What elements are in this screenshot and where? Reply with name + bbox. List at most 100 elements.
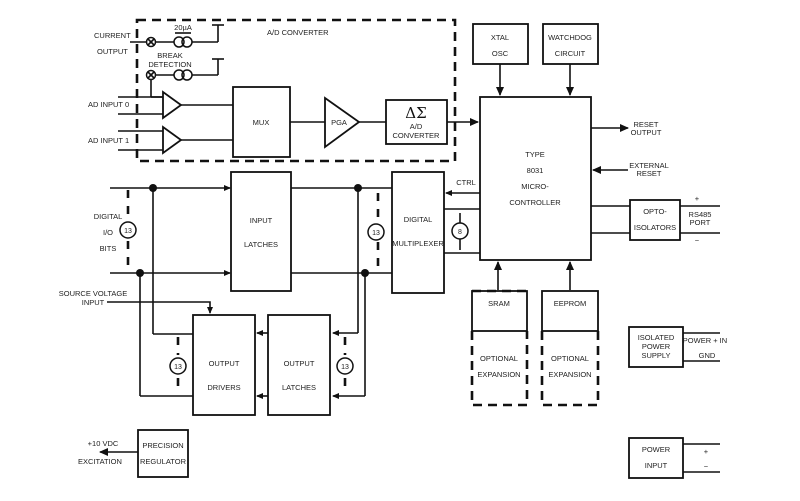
digital-multiplexer-label-1: DIGITAL bbox=[404, 215, 433, 224]
bus-width-13-label: 13 bbox=[372, 230, 380, 237]
source-voltage-label-2: INPUT bbox=[82, 298, 105, 307]
rs485-minus: − bbox=[695, 236, 700, 245]
current-output-label-2: OUTPUT bbox=[97, 47, 128, 56]
sram-block: SRAM bbox=[471, 290, 528, 332]
input-amplifier-1 bbox=[162, 125, 183, 155]
power-input-label-2: INPUT bbox=[645, 461, 668, 470]
digital-io-label-1: DIGITAL bbox=[94, 212, 123, 221]
current-output: CURRENT OUTPUT 20µA bbox=[94, 23, 224, 56]
input-amplifier-0 bbox=[162, 90, 183, 120]
microcontroller-label-1: TYPE bbox=[525, 150, 545, 159]
delta-sigma-label-1: A/D bbox=[410, 122, 423, 131]
eeprom-block: EEPROM bbox=[541, 290, 599, 332]
precision-regulator-block: PRECISION REGULATOR bbox=[137, 429, 189, 478]
power-in-label: POWER + IN bbox=[683, 336, 727, 345]
output-drivers-label-1: OUTPUT bbox=[209, 359, 240, 368]
xtal-osc-label-2: OSC bbox=[492, 49, 509, 58]
bus-width-13-label: 13 bbox=[124, 228, 132, 235]
current-source-icon bbox=[173, 36, 193, 48]
mux-label: MUX bbox=[253, 118, 270, 127]
bus-width-13-label: 13 bbox=[341, 364, 349, 371]
break-detection-label-2: DETECTION bbox=[148, 60, 191, 69]
bus-width-13-indicator: 13 bbox=[367, 223, 385, 241]
xtal-osc-label-1: XTAL bbox=[491, 33, 509, 42]
pga-label: PGA bbox=[331, 118, 347, 127]
rs485-port: + RS485 PORT − bbox=[689, 194, 712, 245]
power-input-label-1: POWER bbox=[642, 445, 671, 454]
bus-width-8-label: 8 bbox=[458, 229, 462, 236]
delta-sigma-label-2: CONVERTER bbox=[393, 131, 441, 140]
input-latches-block: INPUT LATCHES bbox=[230, 171, 292, 292]
ad-input-0: AD INPUT 0 bbox=[88, 90, 233, 120]
digital-multiplexer-block: DIGITAL MULTIPLEXER bbox=[391, 171, 445, 294]
output-latches-label-2: LATCHES bbox=[282, 383, 316, 392]
isolated-power-label-2: POWER bbox=[642, 342, 671, 351]
microcontroller-label-3: MICRO- bbox=[521, 182, 549, 191]
eeprom-optional-expansion: OPTIONAL EXPANSION bbox=[540, 331, 600, 407]
eeprom-label: EEPROM bbox=[554, 299, 587, 308]
current-source-value: 20µA bbox=[174, 23, 192, 32]
sram-optional-expansion: OPTIONAL EXPANSION bbox=[470, 289, 529, 407]
precision-regulator-label-1: PRECISION bbox=[142, 441, 183, 450]
watchdog-block: WATCHDOG CIRCUIT bbox=[542, 23, 599, 65]
power-input-minus: − bbox=[704, 462, 709, 471]
bus-width-13-indicator: 13 bbox=[119, 221, 137, 239]
output-drivers-block: OUTPUT DRIVERS bbox=[192, 314, 256, 416]
mux-block: MUX bbox=[232, 86, 291, 158]
break-detection-label-1: BREAK bbox=[157, 51, 182, 60]
bus-width-13-indicator: 13 bbox=[336, 357, 354, 375]
bus-width-13-indicator: 13 bbox=[169, 357, 187, 375]
eeprom-expansion-label-2: EXPANSION bbox=[548, 370, 591, 379]
watchdog-label-1: WATCHDOG bbox=[548, 33, 592, 42]
input-latches-label-2: LATCHES bbox=[244, 240, 278, 249]
digital-io-label-3: BITS bbox=[100, 244, 117, 253]
external-reset-label-2: RESET bbox=[636, 169, 661, 178]
current-source-icon bbox=[173, 69, 193, 81]
pga-amplifier: PGA bbox=[324, 96, 361, 149]
ad-converter-dashed-boundary bbox=[135, 18, 457, 163]
isolated-power-label-1: ISOLATED bbox=[638, 333, 675, 342]
sram-expansion-label-1: OPTIONAL bbox=[480, 354, 518, 363]
ad-converter-label: A/D CONVERTER bbox=[267, 28, 329, 37]
ad-input-1-label: AD INPUT 1 bbox=[88, 136, 129, 145]
microcontroller-label-4: CONTROLLER bbox=[509, 198, 561, 207]
rs485-label-2: PORT bbox=[690, 218, 711, 227]
microcontroller-label-2: 8031 bbox=[527, 166, 544, 175]
delta-sigma-symbol: ΔΣ bbox=[405, 104, 426, 122]
ctrl-label: CTRL bbox=[456, 178, 476, 187]
break-detection: BREAK DETECTION bbox=[145, 51, 224, 98]
excitation-label-1: +10 VDC bbox=[88, 439, 119, 448]
precision-regulator-label-2: REGULATOR bbox=[140, 457, 187, 466]
power-input-plus: + bbox=[704, 447, 709, 456]
current-output-label-1: CURRENT bbox=[94, 31, 131, 40]
digital-io-label: DIGITAL I/O BITS bbox=[94, 212, 123, 253]
rs485-label-1: RS485 bbox=[689, 210, 712, 219]
source-voltage-label-1: SOURCE VOLTAGE bbox=[59, 289, 128, 298]
output-latches-label-1: OUTPUT bbox=[284, 359, 315, 368]
bus-width-13-label: 13 bbox=[174, 364, 182, 371]
switch-x-icon bbox=[145, 69, 157, 81]
gnd-label: GND bbox=[699, 351, 716, 360]
rs485-plus: + bbox=[695, 194, 700, 203]
opto-isolators-block: OPTO- ISOLATORS bbox=[629, 199, 681, 241]
sram-expansion-label-2: EXPANSION bbox=[477, 370, 520, 379]
ad-converter-group: A/D CONVERTER bbox=[135, 18, 457, 163]
opto-isolators-label-2: ISOLATORS bbox=[634, 223, 676, 232]
xtal-osc-block: XTAL OSC bbox=[472, 23, 529, 65]
watchdog-label-2: CIRCUIT bbox=[555, 49, 586, 58]
output-latches-block: OUTPUT LATCHES bbox=[267, 314, 331, 416]
switch-x-icon bbox=[145, 36, 157, 48]
digital-multiplexer-label-2: MULTIPLEXER bbox=[392, 239, 444, 248]
delta-sigma-converter: ΔΣ A/D CONVERTER bbox=[385, 99, 448, 145]
ad-input-1: AD INPUT 1 bbox=[88, 125, 233, 155]
eeprom-expansion-label-1: OPTIONAL bbox=[551, 354, 589, 363]
ad-input-0-label: AD INPUT 0 bbox=[88, 100, 129, 109]
external-reset-label-1: EXTERNAL bbox=[629, 161, 669, 170]
reset-output-label-1: RESET bbox=[633, 120, 658, 129]
microcontroller-block: TYPE 8031 MICRO- CONTROLLER bbox=[479, 96, 592, 261]
reset-output-label-2: OUTPUT bbox=[631, 128, 662, 137]
input-latches-label-1: INPUT bbox=[250, 216, 273, 225]
sram-label: SRAM bbox=[488, 299, 510, 308]
excitation-label-2: EXCITATION bbox=[78, 457, 122, 466]
